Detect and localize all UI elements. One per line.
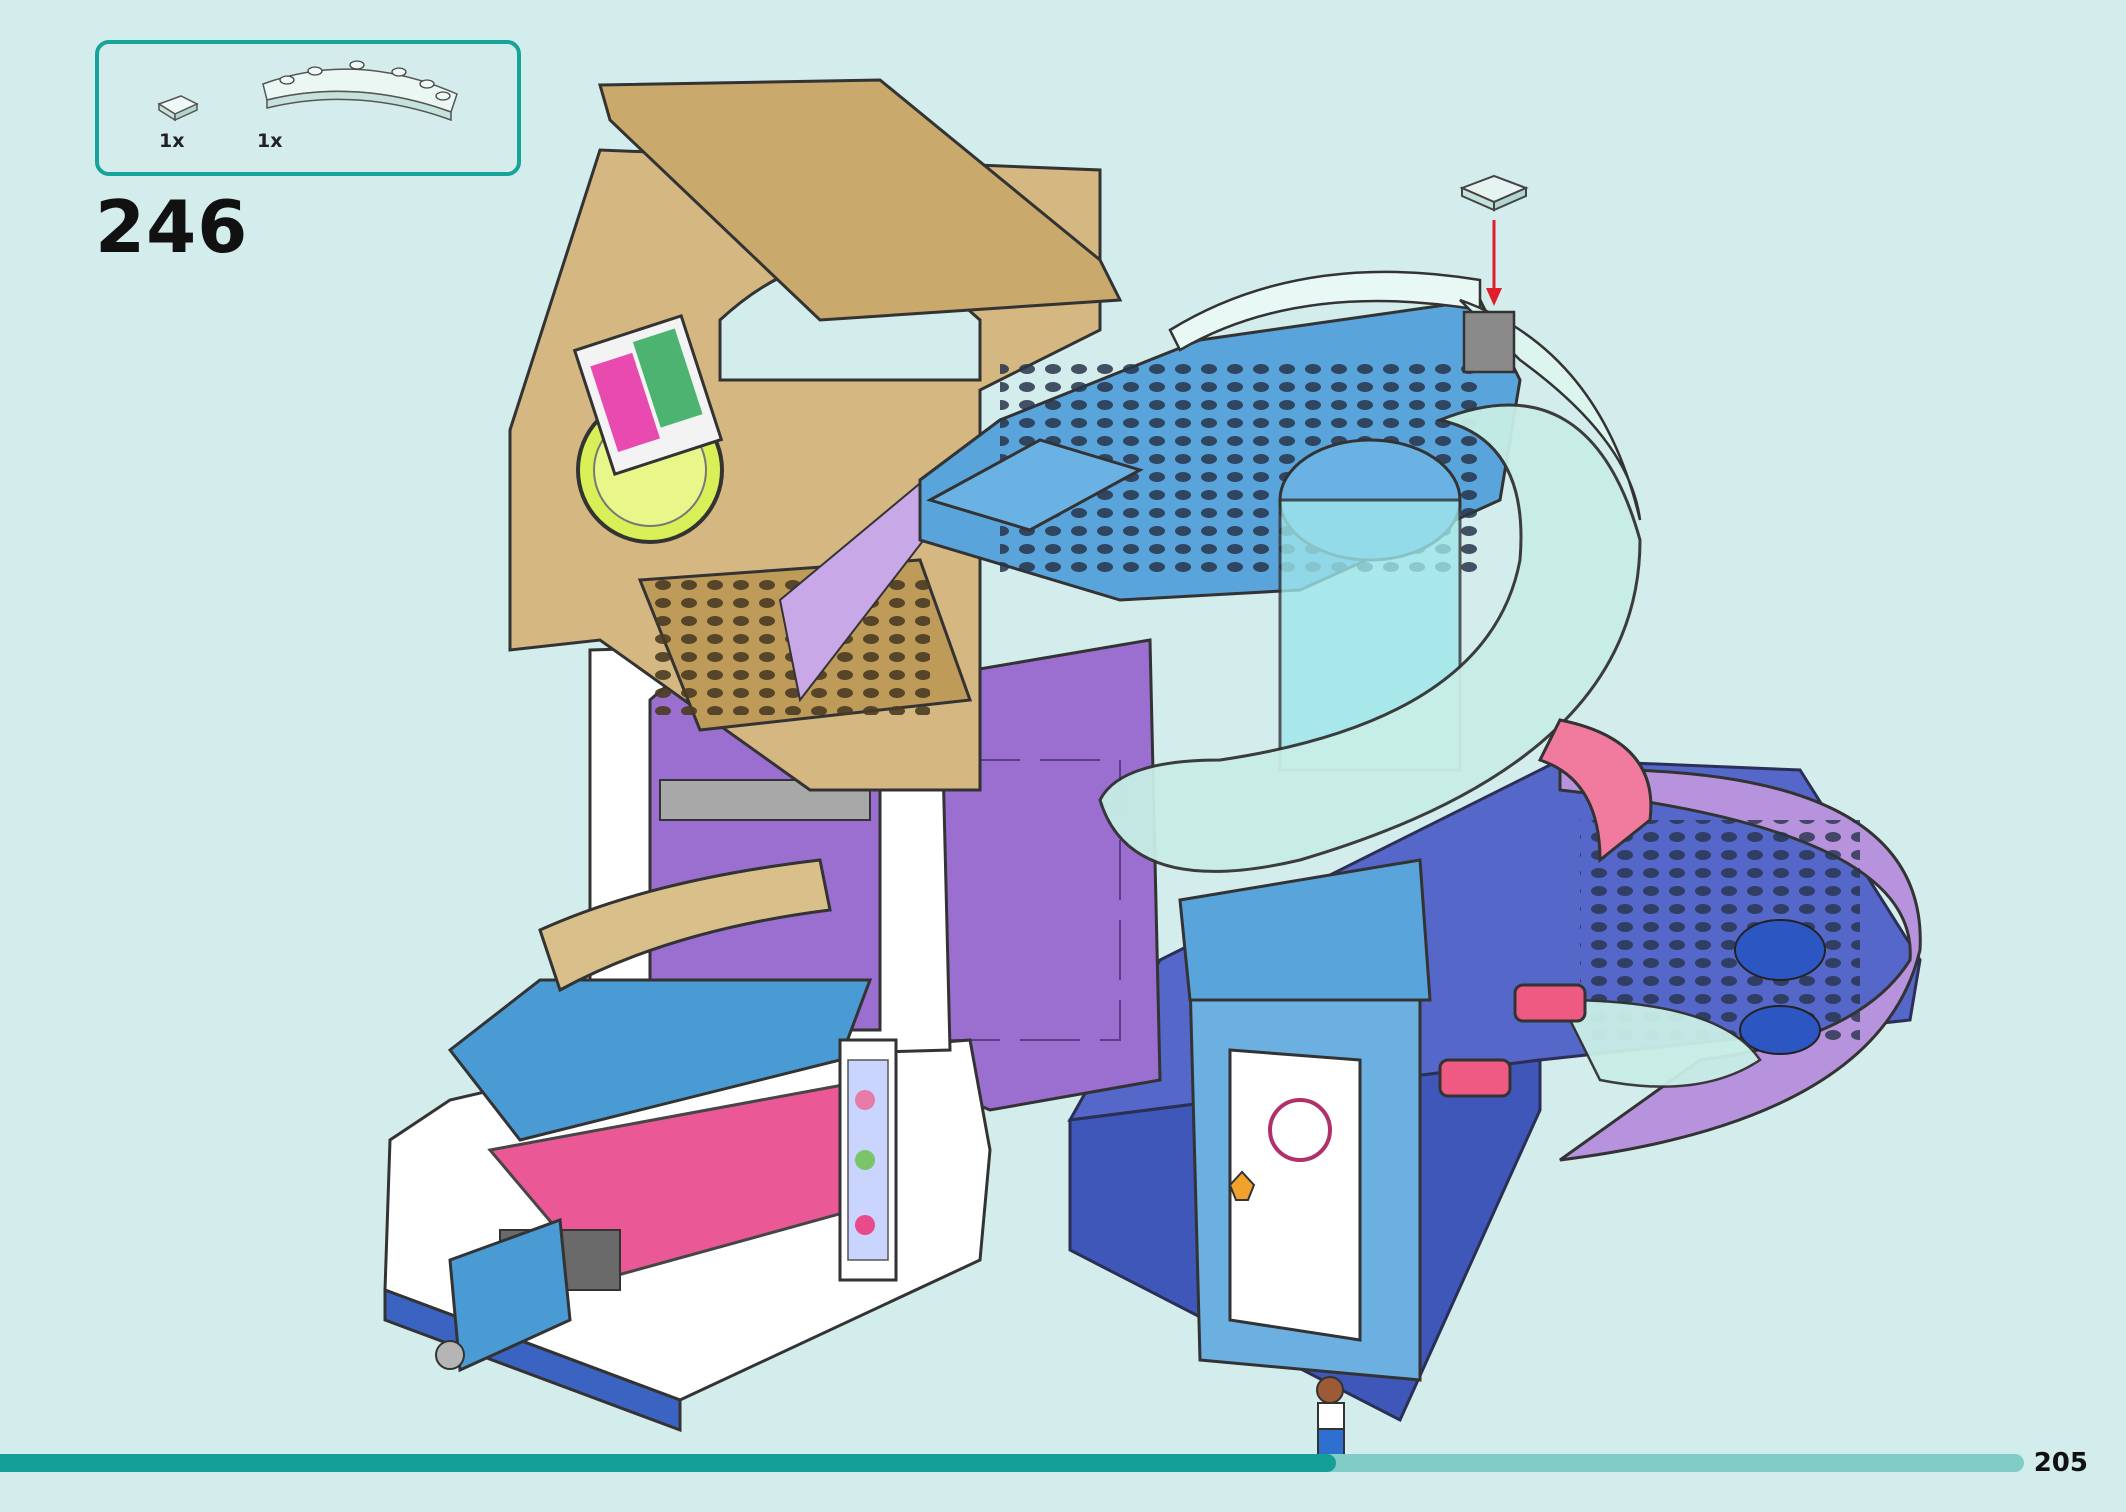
progress-fill [0,1454,1336,1472]
page-number: 205 [2033,1448,2088,1478]
parts-callout: 1x 1x [95,40,521,176]
tile-1x1-transparent-icon [157,95,199,122]
part-quantity-2: 1x [257,130,283,152]
progress-bar [0,1454,2024,1472]
part-quantity-1: 1x [159,130,185,152]
curved-arch-plate-transparent-icon [262,60,458,122]
step-number: 246 [95,185,249,269]
